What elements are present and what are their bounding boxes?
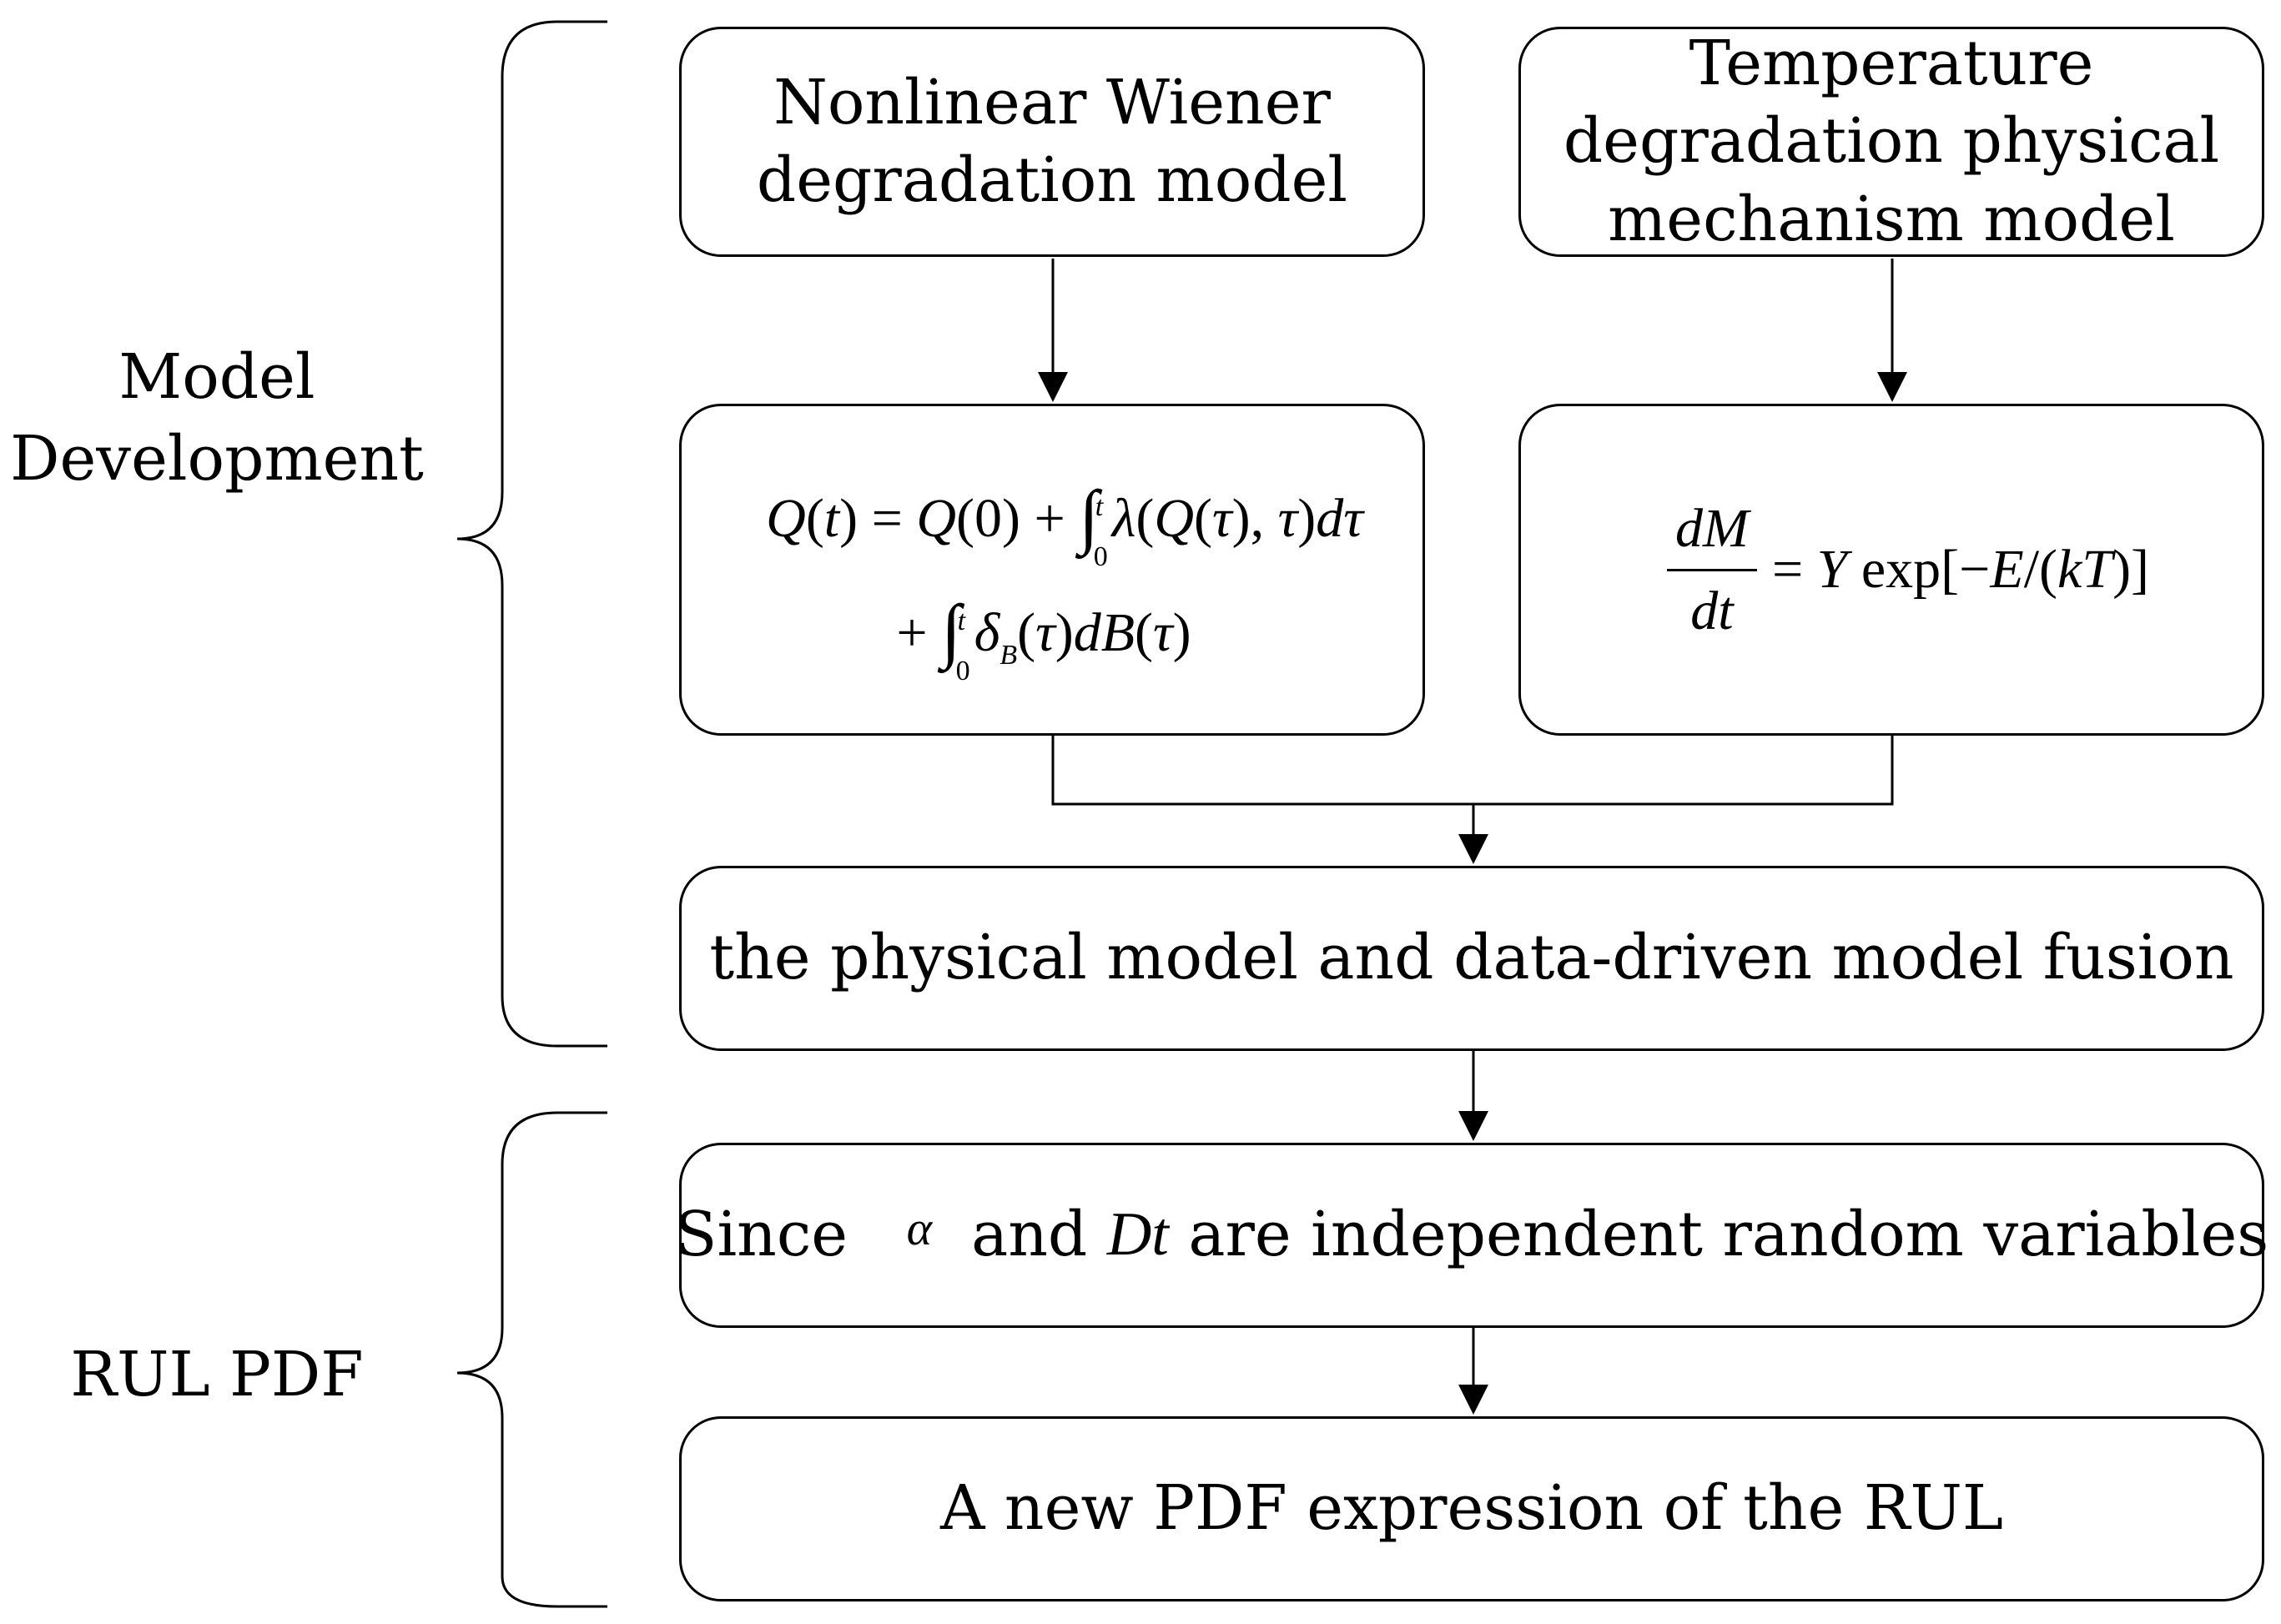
box-model-fusion: the physical model and data-driven model… — [679, 866, 2264, 1051]
arrowhead-fusion — [1458, 834, 1488, 864]
brace-model-development — [456, 20, 607, 1048]
merge-connector — [1051, 736, 1894, 806]
box-nonlinear-wiener-model: Nonlinear Wiener degradation model — [679, 27, 1425, 257]
box-temperature-mechanism-model: Temperature degradation physical mechani… — [1518, 27, 2264, 257]
box-independent-random-variables: Since α and Dt are independent random va… — [675, 1143, 2268, 1328]
arrowhead-new-pdf — [1458, 1385, 1488, 1415]
fraction-dm-dt: dM dt — [1666, 494, 1757, 645]
label-model-development: Model Development — [10, 341, 424, 495]
arrowhead-wiener — [1038, 372, 1068, 402]
box-new-pdf-expression: A new PDF expression of the RUL — [679, 1416, 2264, 1601]
label-rul-pdf: RUL PDF — [70, 1339, 364, 1410]
arrowhead-temperature — [1877, 372, 1907, 402]
brace-rul-pdf — [456, 1111, 607, 1608]
arrowhead-since — [1458, 1111, 1488, 1141]
